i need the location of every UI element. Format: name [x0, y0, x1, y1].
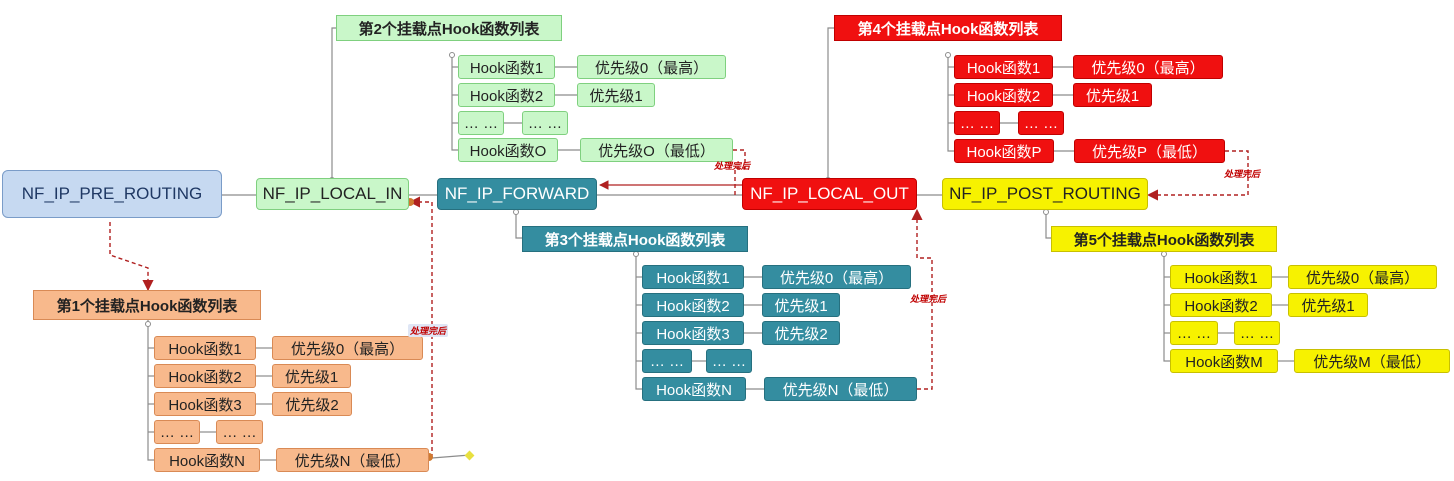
list1-priority-2[interactable]: 优先级1 — [272, 364, 351, 388]
list5-priority-m[interactable]: 优先级M（最低） — [1294, 349, 1450, 373]
list3-hook-1[interactable]: Hook函数1 — [642, 265, 744, 289]
node-pre-routing[interactable]: NF_IP_PRE_ROUTING — [2, 170, 222, 218]
list2-hook-2[interactable]: Hook函数2 — [458, 83, 555, 107]
list4-hook-2[interactable]: Hook函数2 — [954, 83, 1053, 107]
note-done-list1: 处理完后 — [408, 324, 449, 337]
list1-hook-n[interactable]: Hook函数N — [154, 448, 260, 472]
list3-title: 第3个挂载点Hook函数列表 — [522, 226, 748, 252]
node-local-out[interactable]: NF_IP_LOCAL_OUT — [742, 178, 917, 210]
list2-priority-1[interactable]: 优先级0（最高） — [577, 55, 726, 79]
list1-priority-n[interactable]: 优先级N（最低） — [276, 448, 429, 472]
list2-hook-1[interactable]: Hook函数1 — [458, 55, 555, 79]
list4-title: 第4个挂载点Hook函数列表 — [834, 15, 1062, 41]
list2-priority-ellipsis[interactable]: … … — [522, 111, 568, 135]
list1-hook-1[interactable]: Hook函数1 — [154, 336, 256, 360]
list1-hook-3[interactable]: Hook函数3 — [154, 392, 256, 416]
list5-hook-1[interactable]: Hook函数1 — [1170, 265, 1272, 289]
list4-priority-p[interactable]: 优先级P（最低） — [1074, 139, 1225, 163]
list2-title: 第2个挂载点Hook函数列表 — [336, 15, 562, 41]
list3-hook-2[interactable]: Hook函数2 — [642, 293, 744, 317]
list2-priority-o[interactable]: 优先级O（最低） — [580, 138, 733, 162]
list3-priority-n[interactable]: 优先级N（最低） — [764, 377, 917, 401]
list1-hook-ellipsis[interactable]: … … — [154, 420, 200, 444]
list1-title: 第1个挂载点Hook函数列表 — [33, 290, 261, 320]
list4-priority-2[interactable]: 优先级1 — [1073, 83, 1152, 107]
list1-priority-1[interactable]: 优先级0（最高） — [272, 336, 423, 360]
list4-hook-ellipsis[interactable]: … … — [954, 111, 1000, 135]
node-forward[interactable]: NF_IP_FORWARD — [437, 178, 597, 210]
list2-priority-2[interactable]: 优先级1 — [577, 83, 655, 107]
list2-hook-o[interactable]: Hook函数O — [458, 138, 558, 162]
list3-hook-ellipsis[interactable]: … … — [642, 349, 692, 373]
list3-priority-1[interactable]: 优先级0（最高） — [762, 265, 911, 289]
list1-priority-3[interactable]: 优先级2 — [272, 392, 352, 416]
note-done-list3: 处理完后 — [910, 294, 947, 304]
list4-hook-p[interactable]: Hook函数P — [954, 139, 1054, 163]
list5-title: 第5个挂载点Hook函数列表 — [1051, 226, 1277, 252]
list3-hook-3[interactable]: Hook函数3 — [642, 321, 744, 345]
node-post-routing[interactable]: NF_IP_POST_ROUTING — [942, 178, 1148, 210]
list3-hook-n[interactable]: Hook函数N — [642, 377, 746, 401]
list5-priority-2[interactable]: 优先级1 — [1288, 293, 1368, 317]
list5-hook-2[interactable]: Hook函数2 — [1170, 293, 1272, 317]
list4-hook-1[interactable]: Hook函数1 — [954, 55, 1053, 79]
list3-priority-2[interactable]: 优先级1 — [762, 293, 840, 317]
list2-hook-ellipsis[interactable]: … … — [458, 111, 504, 135]
list3-priority-3[interactable]: 优先级2 — [762, 321, 840, 345]
list5-hook-ellipsis[interactable]: … … — [1170, 321, 1218, 345]
list4-priority-1[interactable]: 优先级0（最高） — [1073, 55, 1223, 79]
list5-priority-ellipsis[interactable]: … … — [1234, 321, 1280, 345]
note-done-list2: 处理完后 — [714, 161, 751, 171]
list4-priority-ellipsis[interactable]: … … — [1018, 111, 1064, 135]
note-done-list4: 处理完后 — [1224, 169, 1261, 179]
list5-hook-m[interactable]: Hook函数M — [1170, 349, 1278, 373]
node-local-in[interactable]: NF_IP_LOCAL_IN — [256, 178, 409, 210]
list5-priority-1[interactable]: 优先级0（最高） — [1288, 265, 1437, 289]
list1-hook-2[interactable]: Hook函数2 — [154, 364, 256, 388]
list1-priority-ellipsis[interactable]: … … — [216, 420, 263, 444]
list3-priority-ellipsis[interactable]: … … — [706, 349, 752, 373]
